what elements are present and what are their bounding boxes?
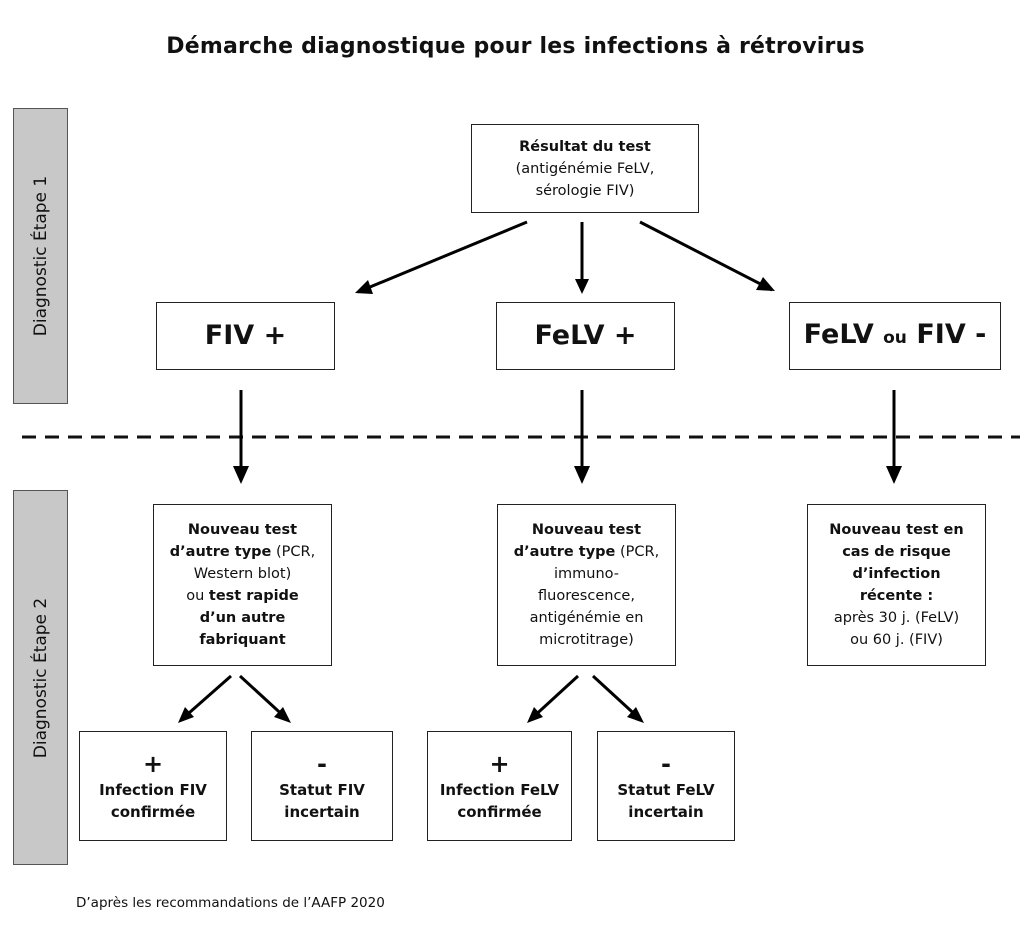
felv-retest-box: Nouveau test d’autre type (PCR, immuno- … [497, 504, 676, 666]
arrowhead-fiv-minus [274, 707, 291, 723]
arrow-top-to-neg [639, 220, 773, 292]
fiv-positive-label: FIV + [204, 320, 287, 351]
test-result-box: Résultat du test (antigénémie FeLV, séro… [471, 124, 699, 213]
arrowhead-top-neg [756, 277, 775, 291]
fiv-retest-line2: d’autre type (PCR, [169, 544, 316, 560]
felv-confirmed-box: + Infection FeLV confirmée [427, 731, 572, 841]
arrowhead-top-fiv [355, 280, 373, 294]
felv-uncertain-line2: incertain [628, 803, 704, 821]
fiv-retest-box: Nouveau test d’autre type (PCR, Western … [153, 504, 332, 666]
negative-label: FeLV ou FIV - [803, 318, 987, 353]
stage-2-bar: Diagnostic Étape 2 [13, 490, 68, 865]
diagram-title: Démarche diagnostique pour les infection… [166, 34, 865, 59]
fiv-retest-line4: ou test rapide [186, 588, 299, 604]
arrowhead-fiv-plus [178, 707, 194, 723]
felv-retest-line6: microtitrage) [539, 632, 634, 648]
felv-retest-line4: fluorescence, [538, 588, 635, 604]
test-result-line2: sérologie FIV) [535, 182, 635, 199]
felv-positive-label: FeLV + [534, 320, 637, 351]
negative-retest-line5: après 30 j. (FeLV) [833, 610, 960, 626]
arrowhead-felv-down [574, 466, 590, 484]
arrowhead-top-felv [575, 279, 589, 294]
negative-retest-line4: récente : [859, 588, 934, 604]
fiv-confirmed-sign: + [142, 750, 164, 778]
negative-box: FeLV ou FIV - [789, 302, 1001, 370]
fiv-uncertain-sign: - [317, 750, 327, 778]
negative-retest-line3: d’infection [852, 566, 941, 582]
negative-or-text: ou [883, 327, 907, 348]
fiv-uncertain-line2: incertain [284, 803, 360, 821]
fiv-uncertain-box: - Statut FIV incertain [251, 731, 393, 841]
fiv-confirmed-line1: Infection FIV [99, 781, 207, 799]
test-result-line1: (antigénémie FeLV, [515, 160, 655, 177]
negative-retest-line2: cas de risque [842, 544, 951, 560]
felv-uncertain-sign: - [661, 750, 671, 778]
arrowhead-felv-minus [627, 707, 644, 723]
arrow-top-to-fiv [357, 220, 528, 294]
negative-fiv-text: FIV - [916, 318, 987, 350]
felv-confirmed-sign: + [489, 750, 510, 778]
negative-retest-box: Nouveau test en cas de risque d’infectio… [807, 504, 986, 666]
arrowhead-fiv-down [233, 466, 249, 484]
felv-positive-box: FeLV + [496, 302, 675, 370]
felv-retest-line3: immuno- [553, 566, 620, 582]
fiv-confirmed-box: + Infection FIV confirmée [79, 731, 227, 841]
felv-confirmed-line1: Infection FeLV [439, 781, 560, 799]
arrowhead-neg-down [886, 466, 902, 484]
negative-retest-line1: Nouveau test en [829, 522, 964, 538]
stage-1-bar: Diagnostic Étape 1 [13, 108, 68, 404]
negative-retest-line6: ou 60 j. (FIV) [850, 632, 943, 648]
felv-retest-line2: d’autre type (PCR, [513, 544, 660, 560]
fiv-confirmed-line2: confirmée [110, 803, 196, 821]
felv-uncertain-line1: Statut FeLV [617, 781, 715, 799]
fiv-uncertain-line1: Statut FIV [279, 781, 365, 799]
fiv-retest-line5: d’un autre [199, 610, 286, 626]
test-result-heading: Résultat du test [519, 138, 651, 155]
felv-confirmed-line2: confirmée [457, 803, 542, 821]
fiv-positive-box: FIV + [156, 302, 335, 370]
felv-retest-line1: Nouveau test [531, 522, 642, 538]
felv-retest-line5: antigénémie en [529, 610, 644, 626]
felv-uncertain-box: - Statut FeLV incertain [597, 731, 735, 841]
arrowhead-felv-plus [527, 707, 543, 723]
fiv-retest-line6: fabriquant [199, 632, 286, 648]
source-footnote: D’après les recommandations de l’AAFP 20… [76, 895, 385, 911]
fiv-retest-line3: Western blot) [193, 566, 292, 582]
negative-felv-text: FeLV [803, 318, 874, 350]
fiv-retest-line1: Nouveau test [187, 522, 298, 538]
